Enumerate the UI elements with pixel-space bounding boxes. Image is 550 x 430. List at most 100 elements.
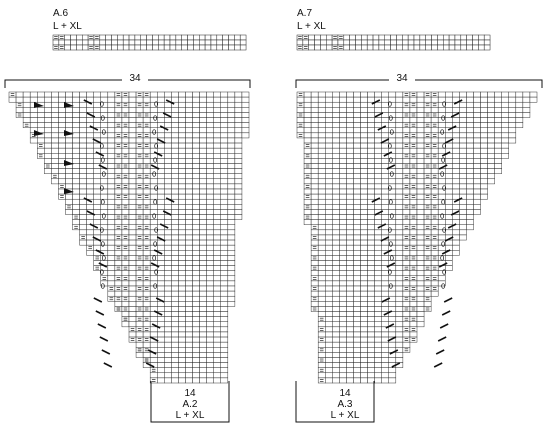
grid-cell	[121, 321, 130, 328]
grid-cell	[423, 295, 432, 302]
grid-cell	[317, 260, 326, 266]
grid-cell	[317, 265, 326, 271]
yarn-over-symbol	[99, 227, 104, 233]
decrease-symbol	[156, 236, 166, 242]
grid-cell	[339, 193, 347, 200]
grid-cell	[65, 91, 73, 98]
grid-cell	[430, 255, 439, 261]
grid-cell	[409, 244, 418, 251]
grid-cell	[185, 244, 193, 251]
grid-cell	[402, 153, 411, 159]
grid-cell	[381, 96, 389, 103]
grid-cell	[199, 101, 207, 108]
grid-cell	[135, 336, 144, 343]
grid-cell	[185, 265, 193, 271]
grid-cell	[459, 127, 467, 134]
grid-cell	[437, 234, 446, 241]
grid-cell	[459, 188, 467, 195]
yarn-over-symbol	[153, 283, 158, 289]
grid-cell	[192, 372, 200, 379]
grid-cell	[360, 188, 368, 195]
grid-cell	[220, 295, 229, 302]
grid-cell	[367, 168, 375, 174]
grid-cell	[220, 122, 229, 128]
grid-cell	[213, 234, 221, 241]
grid-cell	[51, 117, 59, 123]
grid-cell	[317, 198, 326, 205]
grid-cell	[135, 295, 144, 302]
grid-cell	[128, 39, 136, 46]
grid-cell	[460, 44, 467, 51]
grid-cell	[114, 96, 123, 103]
grid-cell	[515, 117, 524, 123]
decrease-symbol	[389, 349, 399, 355]
grid-cell	[213, 127, 221, 134]
grid-cell	[86, 183, 94, 190]
grid-cell	[164, 250, 172, 256]
grid-cell	[142, 178, 151, 185]
grid-cell	[128, 306, 137, 312]
grid-cell	[213, 101, 221, 108]
grid-cell	[346, 96, 354, 103]
grid-cell	[241, 117, 250, 123]
grid-cell	[494, 96, 502, 103]
grid-cell	[416, 214, 425, 220]
grid-cell	[332, 173, 340, 180]
grid-cell	[206, 260, 214, 266]
grid-cell	[343, 39, 350, 46]
grid-cell	[402, 321, 411, 328]
grid-cell	[388, 224, 397, 231]
decrease-symbol	[165, 197, 175, 203]
grid-cell	[86, 168, 94, 174]
grid-cell	[423, 178, 432, 185]
grid-cell	[199, 311, 207, 317]
grid-cell	[181, 34, 188, 41]
grid-cell	[353, 321, 361, 328]
grid-cell	[395, 326, 404, 333]
grid-cell	[445, 198, 453, 205]
grid-cell	[508, 107, 517, 113]
grid-cell	[402, 270, 411, 277]
grid-cell	[199, 341, 207, 348]
yarn-over-symbol	[99, 101, 104, 107]
grid-cell	[220, 112, 229, 118]
grid-cell	[128, 290, 137, 297]
grid-cell	[466, 153, 474, 159]
decrease-symbol	[97, 323, 107, 329]
grid-cell	[213, 142, 221, 149]
grid-cell	[178, 265, 186, 271]
grid-cell	[473, 183, 481, 190]
grid-cell	[466, 137, 474, 144]
grid-cell	[135, 153, 144, 159]
grid-cell	[164, 377, 172, 384]
grid-cell	[388, 326, 397, 333]
grid-cell	[445, 193, 453, 200]
grid-cell	[473, 147, 481, 154]
grid-cell	[310, 173, 319, 180]
grid-cell	[114, 229, 123, 236]
grid-cell	[360, 367, 368, 374]
grid-cell	[367, 158, 375, 164]
grid-cell	[206, 117, 214, 123]
grid-cell	[79, 198, 87, 205]
grid-cell	[51, 173, 59, 180]
grid-cell	[325, 214, 333, 220]
grid-cell	[213, 331, 221, 338]
grid-cell	[332, 163, 340, 169]
grid-cell	[171, 168, 179, 174]
grid-cell	[114, 214, 123, 220]
grid-cell	[413, 34, 421, 41]
grid-cell	[303, 137, 312, 144]
grid-cell	[65, 142, 73, 149]
grid-cell	[193, 44, 200, 51]
grid-cell	[343, 34, 350, 41]
grid-cell	[402, 163, 411, 169]
grid-cell	[107, 163, 116, 169]
grid-cell	[332, 188, 340, 195]
grid-cell	[192, 362, 200, 368]
grid-cell	[466, 173, 474, 180]
grid-cell	[171, 117, 179, 123]
grid-cell	[107, 147, 116, 154]
grid-cell	[185, 336, 193, 343]
grid-cell	[142, 96, 151, 103]
